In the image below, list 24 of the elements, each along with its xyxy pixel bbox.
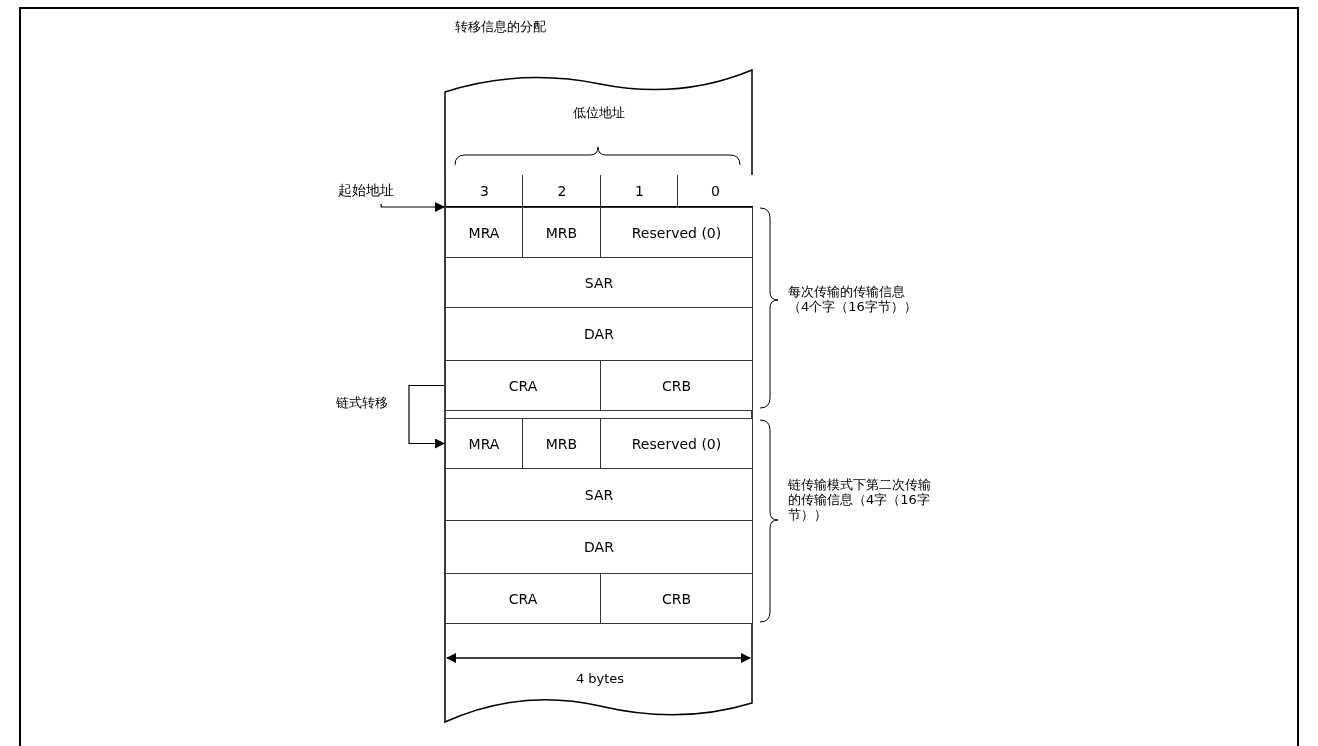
register-field: CRA	[445, 360, 601, 411]
register-field: CRB	[600, 573, 753, 624]
register-field: CRB	[600, 360, 753, 411]
dimension-label: 4 bytes	[574, 672, 626, 687]
byte-number-cell: 3	[445, 175, 523, 207]
byte-number-cell: 0	[677, 175, 753, 207]
byte-number-cell: 2	[522, 175, 601, 207]
arrow	[408, 384, 445, 449]
arrow	[380, 202, 445, 212]
byte-number-cell: 1	[600, 175, 678, 207]
register-field: MRA	[445, 207, 523, 258]
axis-label: 低位地址	[572, 106, 626, 121]
register-field: Reserved (0)	[600, 418, 753, 469]
address-label: 起始地址	[328, 178, 404, 204]
register-field: DAR	[445, 307, 753, 361]
brace-label: 每次传输的传输信息（4个字（16字节））	[788, 285, 918, 315]
diagram-title: 转移信息的分配	[455, 20, 546, 35]
register-field: MRA	[445, 418, 523, 469]
register-field: Reserved (0)	[600, 207, 753, 258]
register-field: SAR	[445, 468, 753, 521]
register-field: SAR	[445, 257, 753, 308]
register-field: CRA	[445, 573, 601, 624]
brace-label: 链传输模式下第二次传输的传输信息（4字（16字节））	[788, 478, 932, 523]
register-field: DAR	[445, 520, 753, 574]
